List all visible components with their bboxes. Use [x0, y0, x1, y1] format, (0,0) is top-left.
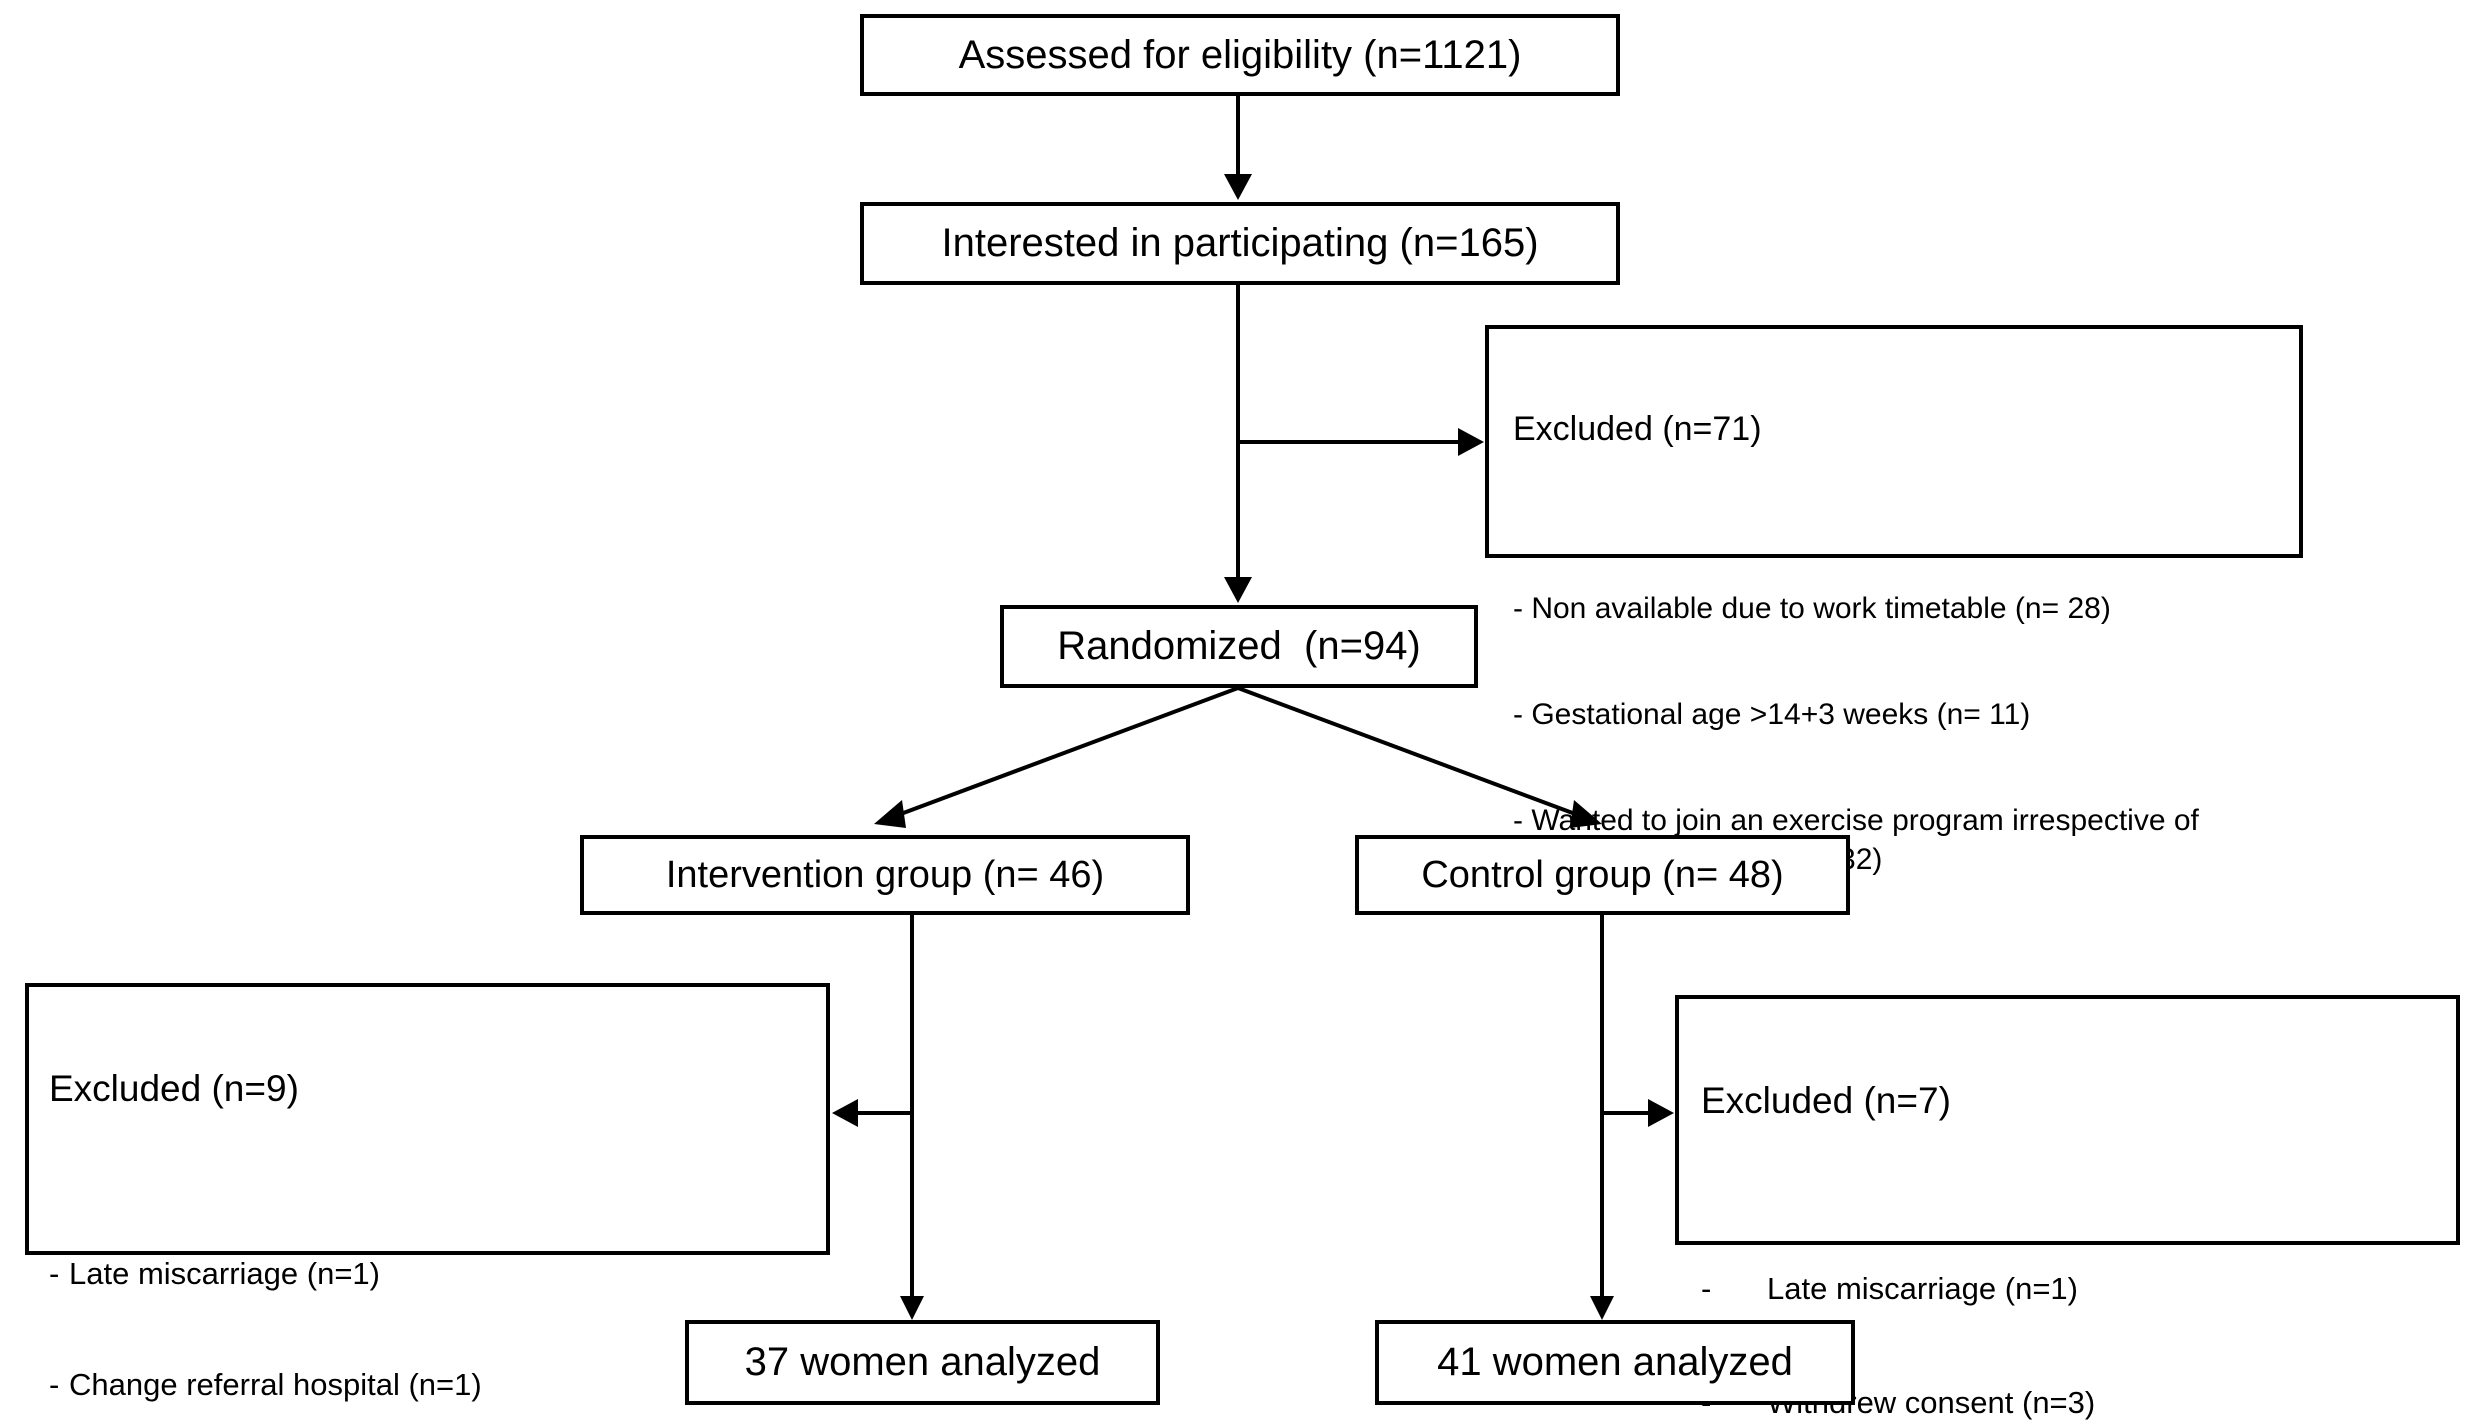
node-analyzed-intervention: 37 women analyzed: [685, 1320, 1160, 1405]
node-intervention-group-label: Intervention group (n= 46): [665, 853, 1105, 896]
node-excluded-intervention: Excluded (n=9) - Late miscarriage (n=1) …: [25, 983, 830, 1402]
list-item: - Non available due to work timetable (n…: [1513, 591, 2111, 625]
edge-assessed-to-interested: [1224, 96, 1252, 200]
node-excluded-control: Excluded (n=7) - Late miscarriage (n=1) …: [1675, 995, 2460, 1420]
node-intervention-group: Intervention group (n= 46): [580, 835, 1190, 915]
node-control-group-label: Control group (n= 48): [1421, 853, 1784, 896]
list-item-label: Change referral hospital (n=1): [69, 1366, 482, 1402]
list-item: - Late miscarriage (n=1): [1701, 1267, 2456, 1312]
edge-intervention-to-excluded: [832, 1099, 912, 1127]
node-randomized: Randomized (n=94): [1000, 605, 1478, 688]
bullet-dash: -: [1701, 1270, 1712, 1306]
node-analyzed-control-label: 41 women analyzed: [1437, 1340, 1793, 1385]
node-randomized-label: Randomized (n=94): [1057, 624, 1421, 669]
list-item-label: Late miscarriage (n=1): [1767, 1270, 2078, 1306]
edge-intervention-to-analyzed: [900, 915, 924, 1320]
excluded-screening-title: Excluded (n=71): [1513, 410, 1762, 449]
list-item: - Change referral hospital (n=1): [49, 1364, 826, 1406]
node-interested-label: Interested in participating (n=165): [941, 221, 1539, 266]
excluded-intervention-list: - Late miscarriage (n=1) - Change referr…: [49, 1183, 826, 1425]
node-control-group: Control group (n= 48): [1355, 835, 1850, 915]
node-assessed-label: Assessed for eligibility (n=1121): [958, 32, 1522, 77]
edge-randomized-to-intervention: [874, 686, 1239, 828]
node-analyzed-control: 41 women analyzed: [1375, 1320, 1855, 1405]
edge-control-to-excluded: [1602, 1099, 1674, 1127]
list-item: - Gestational age >14+3 weeks (n= 11): [1513, 697, 2031, 731]
bullet-dash: -: [49, 1366, 60, 1402]
excluded-intervention-title: Excluded (n=9): [49, 1068, 299, 1110]
edge-interested-to-randomized: [1224, 285, 1252, 603]
bullet-dash: -: [49, 1255, 60, 1291]
node-analyzed-intervention-label: 37 women analyzed: [744, 1340, 1101, 1385]
excluded-control-list: - Late miscarriage (n=1) - Withdrew cons…: [1701, 1197, 2456, 1425]
node-excluded-screening: Excluded (n=71) - Non available due to w…: [1485, 325, 2303, 876]
node-interested-in-participating: Interested in participating (n=165): [860, 202, 1620, 285]
list-item-label: Late miscarriage (n=1): [69, 1255, 380, 1291]
node-assessed-for-eligibility: Assessed for eligibility (n=1121): [860, 14, 1620, 96]
edge-interested-to-excluded-screening: [1238, 428, 1484, 456]
list-item: - Late miscarriage (n=1): [49, 1253, 826, 1295]
excluded-control-title: Excluded (n=7): [1701, 1080, 1951, 1122]
